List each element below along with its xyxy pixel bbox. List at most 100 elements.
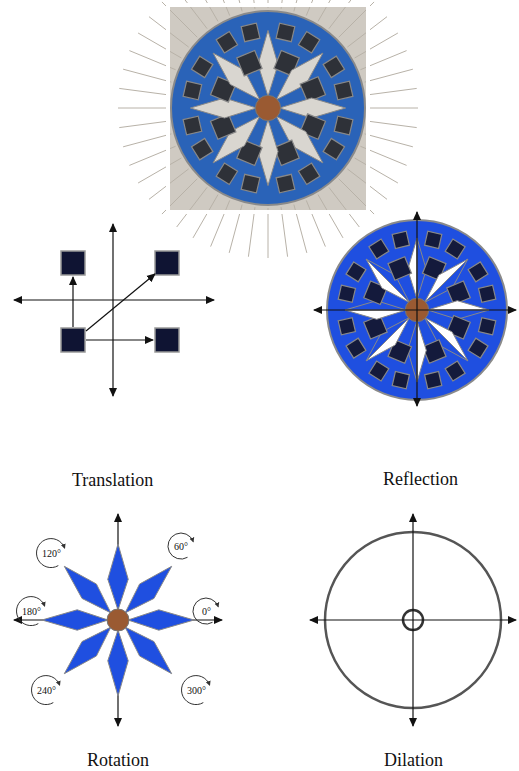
petal — [280, 98, 346, 118]
rotation-arrow-icon — [37, 539, 65, 568]
photo-streak — [367, 88, 417, 95]
dark-tile — [392, 372, 409, 389]
square-tile — [61, 328, 85, 352]
photo-streak — [306, 200, 325, 246]
mosaic-photo — [118, 0, 418, 258]
reflection-figure — [314, 212, 516, 406]
dark-tile — [346, 338, 366, 358]
y-axis-down — [416, 310, 417, 406]
dark-tile — [334, 81, 353, 100]
kite-petal — [64, 627, 111, 674]
dark-tile — [346, 262, 366, 282]
dark-tile — [425, 372, 442, 389]
transformation-name: Dilation — [384, 751, 443, 771]
photo-streak — [211, 200, 230, 246]
dark-tile — [183, 116, 202, 135]
angle-label: 0° — [202, 606, 211, 617]
petal-half — [417, 321, 426, 382]
rotation-arrow-icon — [182, 676, 210, 705]
dark-tile — [445, 361, 465, 381]
rotation-arrow-icon — [17, 597, 45, 626]
photo-streak — [355, 33, 398, 58]
dark-tile — [241, 23, 260, 42]
dark-tile — [425, 231, 442, 248]
photo-ground — [168, 5, 368, 212]
dark-tile — [276, 174, 295, 193]
photo-streak — [211, 0, 230, 16]
translation-arrow — [72, 277, 73, 327]
x-axis-left — [14, 299, 113, 300]
photo-streak — [365, 134, 413, 147]
dark-tile — [237, 51, 262, 76]
square-tile — [61, 251, 85, 275]
photo-streak — [365, 69, 413, 82]
rotation-figure — [14, 514, 222, 726]
y-axis-down — [412, 620, 413, 726]
angle-label: 180° — [22, 606, 41, 617]
translation-figure — [14, 224, 214, 396]
petal — [258, 30, 278, 96]
dark-tile — [392, 231, 409, 248]
photo-streak — [138, 158, 181, 183]
dark-tile — [276, 23, 295, 42]
rotation-arrow-icon — [32, 676, 60, 705]
angle-label: 60° — [174, 541, 188, 552]
y-axis-up — [416, 212, 417, 310]
dark-tile — [479, 285, 496, 302]
dark-tile — [192, 56, 213, 77]
rosette-disc — [171, 11, 365, 205]
kite-petal — [42, 610, 108, 630]
dark-tile — [216, 163, 237, 184]
dark-tile — [338, 285, 355, 302]
rotation-arrow-icon — [168, 533, 193, 559]
dark-tile — [323, 138, 344, 159]
photo-streak — [368, 108, 418, 109]
rotation-arrow-icon — [193, 598, 218, 624]
transformation-name: Translation — [72, 471, 153, 491]
dark-tile — [216, 32, 237, 53]
dilation-figure — [310, 514, 516, 726]
kite-petal — [108, 630, 128, 696]
x-axis-left — [314, 309, 417, 310]
photo-streak — [248, 207, 255, 257]
photo-streak — [177, 187, 207, 227]
y-axis-down — [112, 300, 113, 396]
angle-label: 240° — [37, 685, 56, 696]
dark-tile — [388, 257, 412, 281]
photo-streak — [281, 207, 288, 257]
kite-petal — [125, 566, 172, 613]
petal-half — [428, 301, 489, 310]
dark-tile — [479, 318, 496, 335]
photo-streak — [119, 121, 169, 128]
square-tile — [155, 251, 179, 275]
y-axis-up — [112, 224, 113, 300]
photo-streak — [268, 208, 269, 258]
dark-tile — [369, 361, 389, 381]
dark-tile — [369, 239, 389, 259]
square-tile — [155, 328, 179, 352]
dark-tile — [334, 116, 353, 135]
y-axis-up — [412, 514, 413, 620]
kite-petal — [128, 610, 194, 630]
dark-tile — [298, 32, 319, 53]
petal — [190, 98, 256, 118]
dark-tile — [183, 81, 202, 100]
dark-tile — [323, 56, 344, 77]
petal — [258, 120, 278, 186]
dark-tile — [338, 318, 355, 335]
photo-streak — [118, 108, 168, 109]
dark-tile — [298, 163, 319, 184]
photo-streak — [123, 134, 171, 147]
kite-petal — [108, 544, 128, 610]
photo-streak — [318, 195, 343, 238]
translation-arrow — [86, 274, 155, 331]
x-axis-right — [417, 309, 516, 310]
photo-streak — [123, 69, 171, 82]
transformation-name: Rotation — [87, 751, 149, 771]
petal-half — [345, 310, 406, 319]
center-disc — [107, 609, 129, 631]
x-axis-left — [310, 619, 413, 620]
translation-arrow — [86, 339, 153, 340]
dark-tile — [192, 138, 213, 159]
